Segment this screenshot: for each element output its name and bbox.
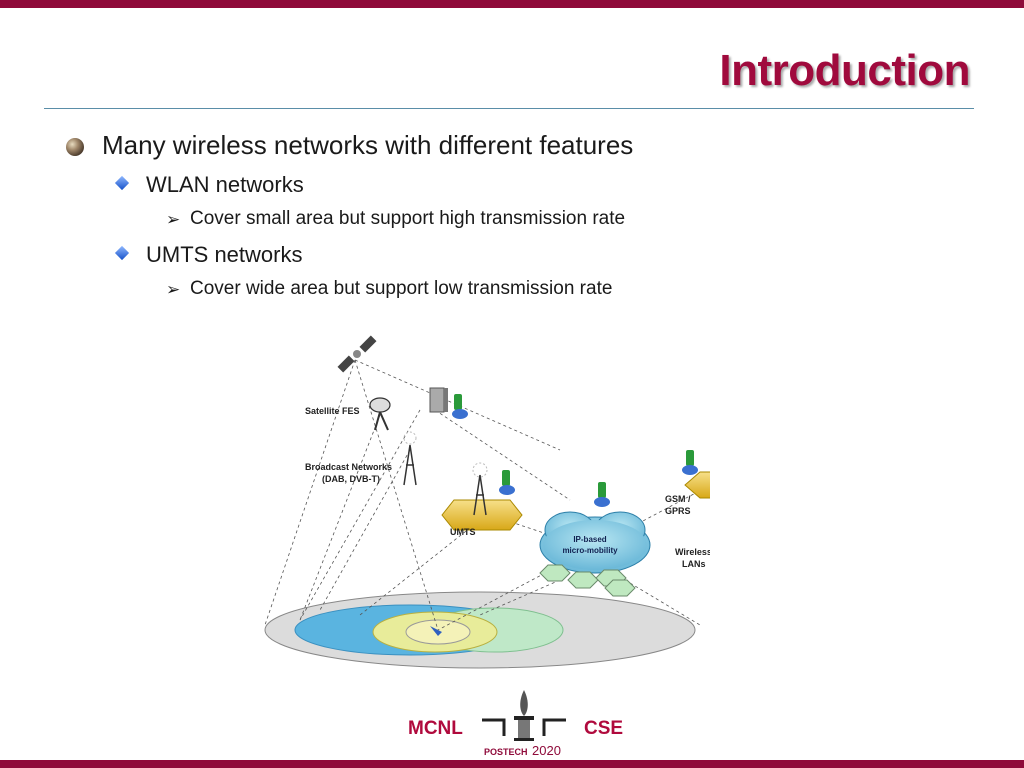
footer-mcnl: MCNL bbox=[408, 718, 463, 739]
label-satellite: Satellite FES bbox=[305, 406, 360, 416]
footer-cse: CSE bbox=[584, 718, 624, 739]
slide-title: Introduction bbox=[719, 46, 970, 95]
bullet-diamond-icon bbox=[114, 245, 130, 261]
logo-year: 2020 bbox=[532, 743, 561, 758]
network-diagram: Satellite FES Broadcast Networks (DAB, D… bbox=[264, 335, 710, 669]
server-icon bbox=[429, 387, 448, 413]
umts-router-icon bbox=[499, 470, 515, 495]
label-gsm-1: GSM / bbox=[665, 494, 691, 504]
bullet-wlan: WLAN networks bbox=[146, 172, 304, 197]
ip-cloud bbox=[539, 511, 651, 574]
satellite-dish-icon bbox=[369, 397, 391, 431]
mobile-terminal-icon bbox=[430, 626, 442, 636]
umts-cell bbox=[441, 499, 523, 531]
label-ip-1: IP-based bbox=[573, 535, 606, 544]
bullet-arrow-icon: ➢ bbox=[166, 280, 181, 299]
top-accent-bar bbox=[0, 0, 1024, 8]
router-icon bbox=[452, 394, 468, 419]
label-gsm-2: GPRS bbox=[665, 506, 691, 516]
bullet-arrow-icon: ➢ bbox=[166, 210, 181, 229]
postech-logo: POSTECH 2020 bbox=[482, 690, 566, 758]
bullet-wlan-detail: Cover small area but support high transm… bbox=[190, 208, 626, 229]
satellite-icon bbox=[337, 335, 377, 373]
gsm-router-icon bbox=[682, 450, 698, 475]
logo-name: POSTECH bbox=[484, 747, 528, 757]
bullet-main: Many wireless networks with different fe… bbox=[102, 130, 634, 160]
bullet-ball-icon bbox=[66, 138, 84, 156]
gsm-cell bbox=[684, 471, 710, 499]
label-wlan-2: LANs bbox=[682, 559, 706, 569]
label-ip-2: micro-mobility bbox=[562, 546, 618, 555]
title-divider bbox=[44, 108, 974, 109]
label-umts: UMTS bbox=[450, 527, 476, 537]
bullet-umts-detail: Cover wide area but support low transmis… bbox=[190, 278, 613, 299]
label-broadcast-1: Broadcast Networks bbox=[305, 462, 392, 472]
label-broadcast-2: (DAB, DVB-T) bbox=[322, 474, 380, 484]
bullet-umts: UMTS networks bbox=[146, 242, 303, 267]
bullet-diamond-icon bbox=[114, 175, 130, 191]
broadcast-tower-icon bbox=[403, 431, 417, 486]
wlan-cells bbox=[539, 564, 636, 597]
ip-router-icon bbox=[594, 482, 610, 507]
umts-tower-icon bbox=[472, 462, 488, 516]
label-wlan-1: Wireless bbox=[675, 547, 710, 557]
bottom-accent-bar bbox=[0, 760, 1024, 768]
